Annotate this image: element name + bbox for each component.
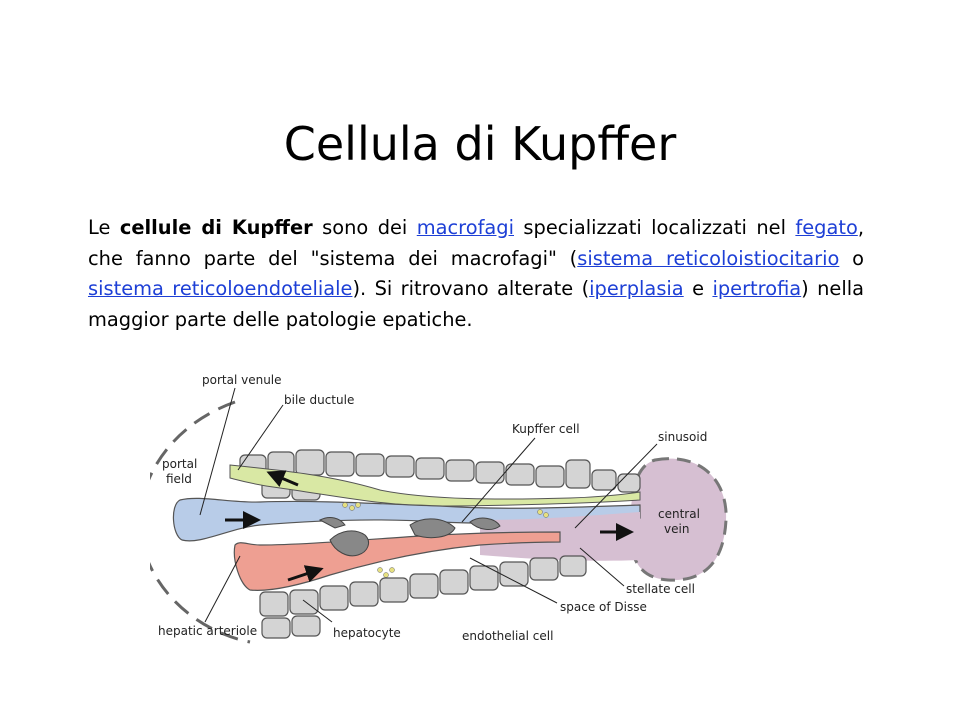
stellate-cell-dots — [342, 502, 549, 578]
lower-hepatocyte-plate — [259, 555, 587, 639]
label-sinusoid: sinusoid — [658, 430, 707, 444]
label-space-of-disse: space of Disse — [560, 600, 647, 614]
kupffer-cell-shapes — [318, 517, 501, 557]
flow-arrows — [225, 470, 634, 583]
description-paragraph: Le cellule di Kupffer sono dei macrofagi… — [88, 213, 864, 335]
liver-lobule-diagram: portal venule bile ductule portal field … — [150, 373, 728, 644]
label-central-vein-1: central — [658, 507, 700, 521]
link-macrofagi[interactable]: macrofagi — [416, 216, 514, 239]
label-bile-ductule: bile ductule — [284, 393, 354, 407]
link-fegato[interactable]: fegato — [795, 216, 858, 239]
label-central-vein-2: vein — [664, 522, 689, 536]
link-sistema-reticoloendoteliale[interactable]: sistema reticoloendoteliale — [88, 277, 353, 300]
label-portal-field-1: portal — [162, 457, 197, 471]
text-span: Le — [88, 216, 120, 239]
label-kupffer-cell: Kupffer cell — [512, 422, 580, 436]
label-endothelial-cell: endothelial cell — [462, 629, 553, 643]
bile-canal — [229, 464, 641, 507]
portal-field-boundary — [150, 400, 251, 644]
text-span: ). Si ritrovano alterate ( — [352, 277, 590, 300]
text-span: o — [839, 246, 865, 270]
text-span: e — [683, 277, 713, 300]
label-stellate-cell: stellate cell — [626, 582, 695, 596]
leader-lines — [199, 387, 658, 623]
link-sistema-reticoloistiocitario[interactable]: sistema reticoloistiocitario — [577, 246, 840, 270]
link-iperplasia[interactable]: iperplasia — [589, 277, 684, 300]
text-span: ) nella maggior parte delle patologie ep… — [88, 277, 865, 331]
label-hepatic-arteriole: hepatic arteriole — [158, 624, 257, 638]
text-span: , che fanno parte del "sistema dei macro… — [88, 216, 864, 270]
link-ipertrofia[interactable]: ipertrofia — [712, 277, 802, 300]
central-vein-shape — [628, 457, 728, 582]
text-span: sono dei — [312, 216, 417, 239]
bold-term-kupffer: cellule di Kupffer — [119, 216, 313, 239]
label-portal-venule: portal venule — [202, 373, 282, 387]
slide-title: Cellula di Kupffer — [283, 117, 677, 171]
label-portal-field-2: field — [166, 472, 192, 486]
label-hepatocyte: hepatocyte — [333, 626, 401, 640]
text-span: specializzati localizzati nel — [514, 216, 796, 239]
